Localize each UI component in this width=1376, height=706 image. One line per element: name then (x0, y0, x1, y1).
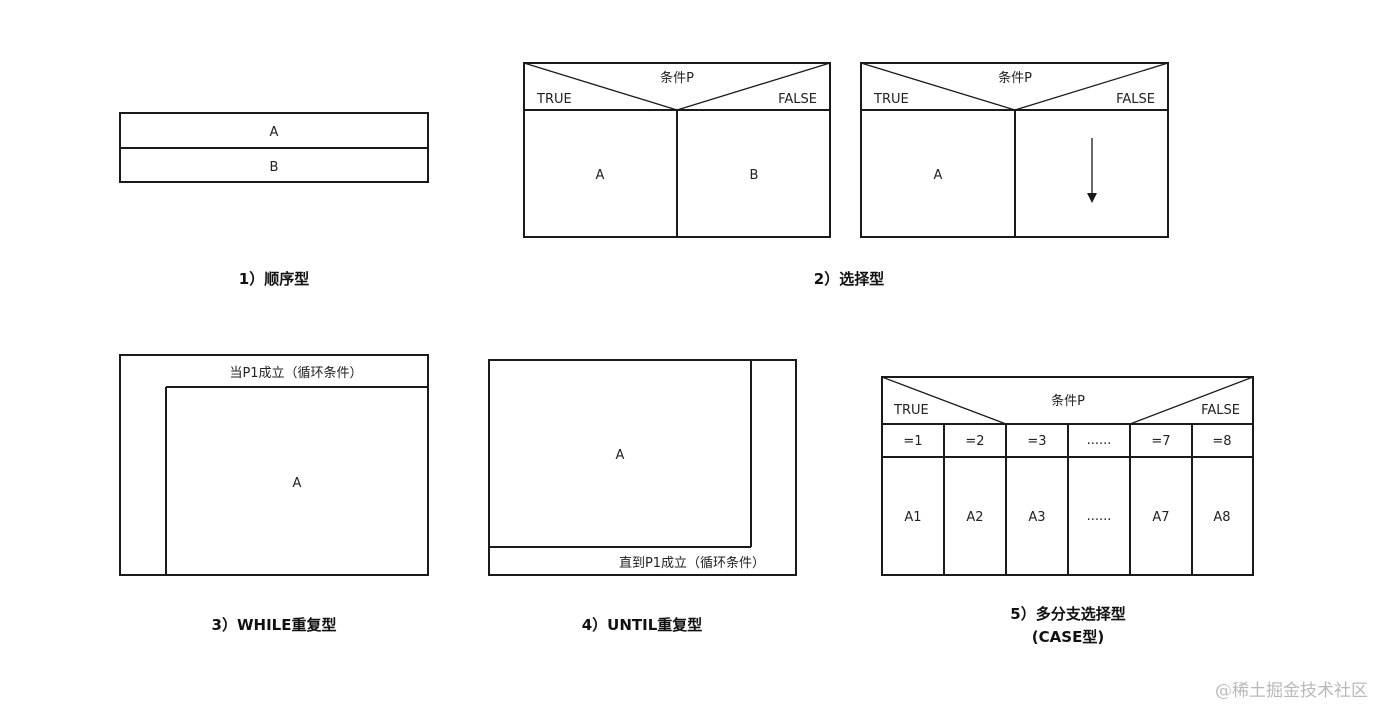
down-arrow-icon (1087, 138, 1097, 203)
while-caption: 3）WHILE重复型 (212, 616, 337, 634)
case-diagonal-right (1129, 376, 1254, 425)
case-diagram: 条件P TRUE FALSE =1 =2 =3 ...... =7 =8 A1 … (881, 376, 1254, 576)
until-outer-box (488, 359, 797, 576)
selection2-diagonal-left (860, 62, 1016, 111)
watermark: @稀土掘金技术社区 (1215, 681, 1368, 701)
case-value-2: =2 (965, 434, 984, 449)
case-condition: 条件P (1051, 393, 1085, 409)
case-action-a3: A3 (1028, 510, 1045, 525)
while-body: A (293, 476, 302, 491)
selection2-false-label: FALSE (1116, 92, 1155, 107)
case-true-label: TRUE (893, 403, 929, 418)
while-loop-diagram: 当P1成立（循环条件） A (119, 354, 429, 576)
case-caption-line2: (CASE型) (1032, 628, 1104, 646)
until-condition: 直到P1成立（循环条件） (619, 555, 765, 571)
until-caption: 4）UNTIL重复型 (582, 616, 703, 634)
selection-diagonal-right (676, 62, 831, 111)
while-outer-box (119, 354, 429, 576)
selection-condition: 条件P (660, 70, 694, 86)
case-action-a7: A7 (1152, 510, 1169, 525)
case-caption-line1: 5）多分支选择型 (1010, 605, 1125, 623)
sequence-block-b: B (270, 160, 279, 175)
selection-true-label: TRUE (536, 92, 572, 107)
selection2-branch-a: A (934, 168, 943, 183)
until-loop-diagram: A 直到P1成立（循环条件） (488, 359, 797, 576)
selection-diagonal-left (523, 62, 678, 111)
sequence-diagram: A B (119, 112, 429, 183)
case-value-7: =7 (1151, 434, 1170, 449)
selection-branch-b: B (750, 168, 759, 183)
case-value-1: =1 (903, 434, 922, 449)
while-condition: 当P1成立（循环条件） (229, 365, 362, 381)
selection2-diagonal-right (1014, 62, 1169, 111)
case-action-a1: A1 (904, 510, 921, 525)
case-value-8: =8 (1212, 434, 1231, 449)
until-body: A (616, 448, 625, 463)
selection-false-label: FALSE (778, 92, 817, 107)
case-action-a2: A2 (966, 510, 983, 525)
case-diagonal-left (881, 376, 1007, 425)
selection-diagram-two-branch: 条件P TRUE FALSE A B (523, 62, 831, 238)
case-value-3: =3 (1027, 434, 1046, 449)
sequence-block-a: A (270, 125, 279, 140)
selection2-true-label: TRUE (873, 92, 909, 107)
case-action-a8: A8 (1213, 510, 1230, 525)
selection2-condition: 条件P (998, 70, 1032, 86)
selection-caption: 2）选择型 (814, 270, 884, 288)
selection-diagram-single-branch: 条件P TRUE FALSE A (860, 62, 1169, 238)
selection-branch-a: A (596, 168, 605, 183)
case-false-label: FALSE (1201, 403, 1240, 418)
case-value-ellipsis: ...... (1087, 433, 1112, 448)
sequence-caption: 1）顺序型 (239, 270, 309, 288)
case-action-ellipsis: ...... (1087, 509, 1112, 524)
